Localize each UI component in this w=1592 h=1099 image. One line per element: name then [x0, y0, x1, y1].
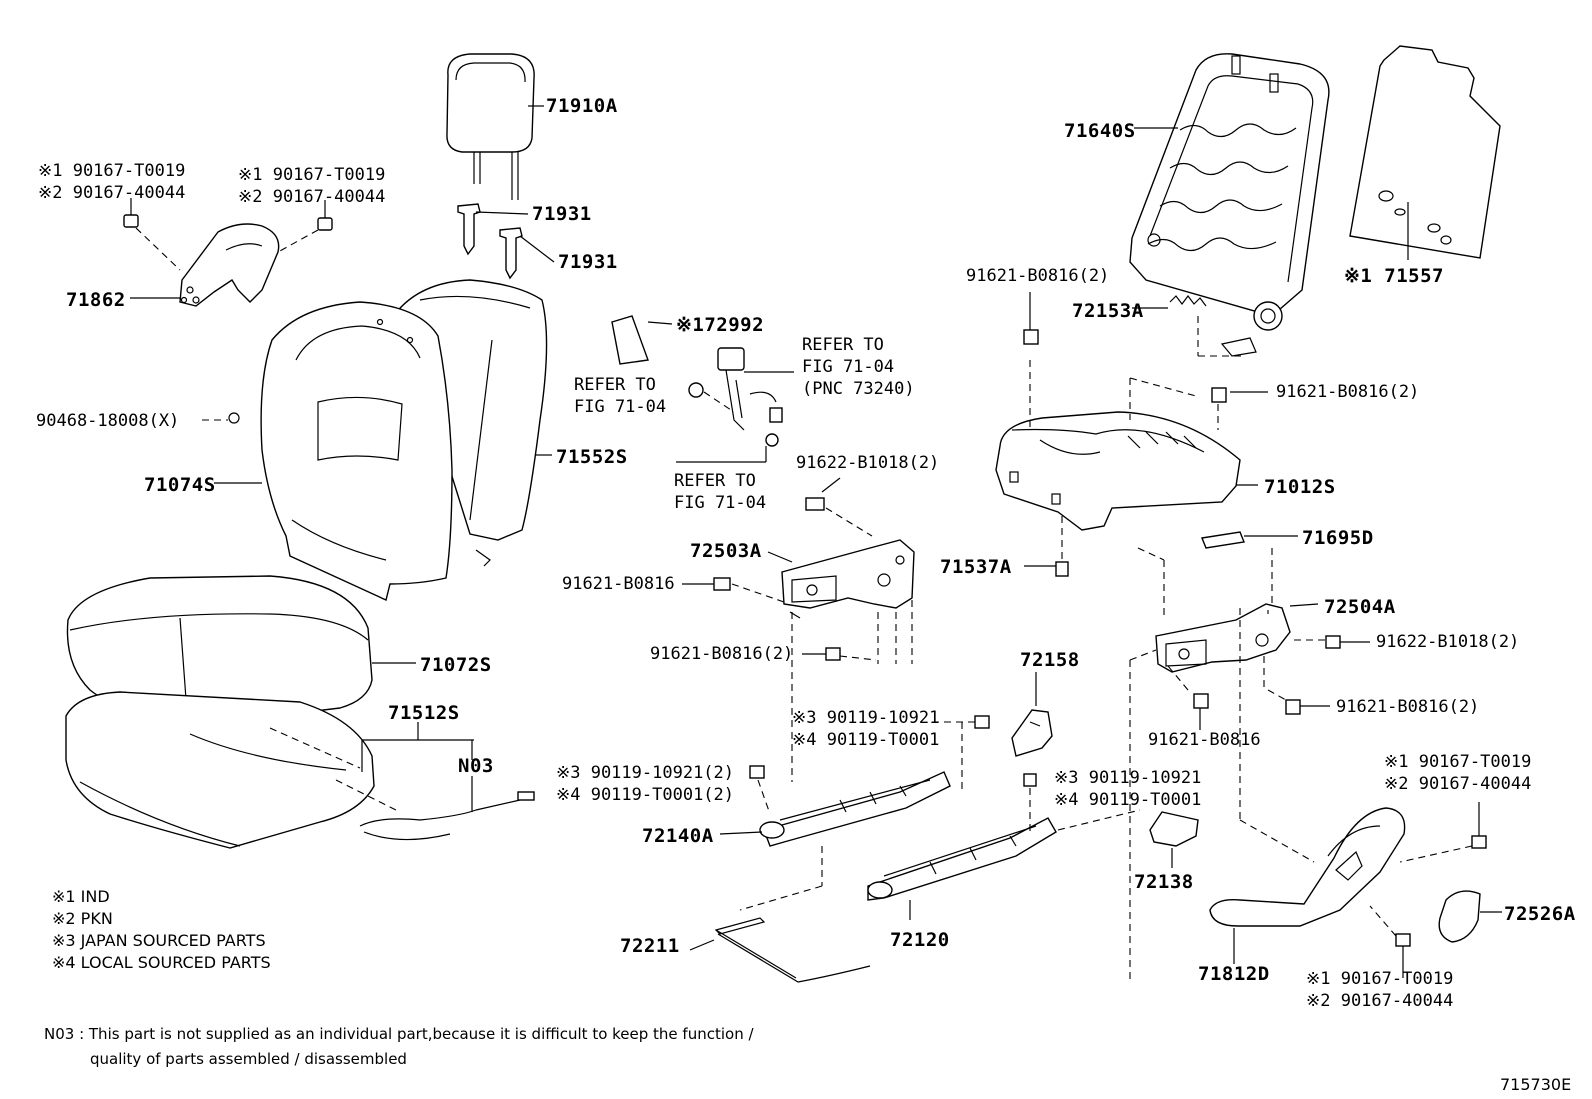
back-board-drawing — [1349, 45, 1501, 260]
label-shield-l-note2: ※2 90167-40044 — [38, 183, 185, 203]
footnote-line2: quality of parts assembled / disassemble… — [90, 1050, 407, 1068]
label-72992: ※172992 — [676, 314, 764, 336]
label-71862: 71862 — [66, 289, 126, 311]
label-refer1-b: FIG 71-04 — [574, 397, 666, 417]
label-91621-left2: 91621-B0816(2) — [650, 644, 793, 664]
cover-72158-drawing — [1011, 672, 1053, 757]
headrest-drawing — [446, 53, 555, 280]
part-labels: 71910A 71931 71931 ※1 90167-T0019 ※2 901… — [36, 95, 1576, 1011]
legend-item: ※4 LOCAL SOURCED PARTS — [52, 953, 271, 972]
label-71640S: 71640S — [1064, 120, 1136, 142]
figure-id: 715730E — [1500, 1075, 1571, 1094]
label-72503A: 72503A — [690, 540, 762, 562]
label-71931-a: 71931 — [532, 203, 592, 225]
label-shield-r-note2: ※2 90167-40044 — [238, 187, 385, 207]
seatback-drawing — [202, 279, 552, 601]
seatback-frame-drawing — [1129, 53, 1330, 357]
label-refer2-b: FIG 71-04 — [802, 357, 894, 377]
track-right-drawing — [739, 773, 1141, 920]
label-72140A: 72140A — [642, 825, 714, 847]
cover-72138-drawing — [1149, 811, 1199, 868]
label-91621-topr: 91621-B0816(2) — [966, 266, 1109, 286]
label-b2-note4: ※4 90119-T0001(2) — [556, 785, 734, 805]
label-refer2-c: (PNC 73240) — [802, 379, 915, 399]
label-s-bot-note1: ※1 90167-T0019 — [1306, 969, 1453, 989]
label-shield-l-note1: ※1 90167-T0019 — [38, 161, 185, 181]
label-s-top-note1: ※1 90167-T0019 — [1384, 752, 1531, 772]
wire-72211-drawing — [689, 917, 871, 983]
label-90468: 90468-18008(X) — [36, 411, 179, 431]
label-refer3-b: FIG 71-04 — [674, 493, 766, 513]
legend-item: ※3 JAPAN SOURCED PARTS — [52, 931, 266, 950]
belt-buckle-drawing — [611, 315, 794, 463]
label-91621-left: 91621-B0816 — [562, 574, 675, 594]
label-72504A: 72504A — [1324, 596, 1396, 618]
legend: ※1 IND ※2 PKN ※3 JAPAN SOURCED PARTS ※4 … — [52, 887, 271, 972]
label-71074S: 71074S — [144, 474, 216, 496]
cushion-drawing — [65, 575, 535, 849]
inner-shield-drawing — [123, 198, 333, 307]
label-71072S: 71072S — [420, 654, 492, 676]
label-91621-mid: 91621-B0816(2) — [1276, 382, 1419, 402]
label-71695D: 71695D — [1302, 527, 1374, 549]
label-72211: 72211 — [620, 935, 680, 957]
label-72153A: 72153A — [1072, 300, 1144, 322]
track-left-drawing — [719, 715, 990, 847]
outer-shield-drawing — [1209, 608, 1502, 978]
label-72120: 72120 — [890, 929, 950, 951]
legend-item: ※2 PKN — [52, 909, 113, 928]
cushion-frame-drawing — [995, 292, 1298, 620]
label-b3-note4: ※4 90119-T0001 — [1054, 790, 1201, 810]
label-b2-note3: ※3 90119-10921(2) — [556, 763, 734, 783]
label-71910A: 71910A — [546, 95, 618, 117]
label-72526A: 72526A — [1504, 903, 1576, 925]
label-71931-b: 71931 — [558, 251, 618, 273]
footnote: N03 : This part is not supplied as an in… — [44, 1025, 754, 1068]
label-91622-r: 91622-B1018(2) — [1376, 632, 1519, 652]
label-N03: N03 — [458, 755, 494, 777]
label-b3-note3: ※3 90119-10921 — [1054, 768, 1201, 788]
adjuster-left-drawing — [682, 477, 915, 782]
adjuster-right-drawing — [1129, 603, 1370, 980]
label-71512S: 71512S — [388, 702, 460, 724]
label-91621-r2: 91621-B0816 — [1148, 730, 1261, 750]
footnote-line1: N03 : This part is not supplied as an in… — [44, 1025, 754, 1043]
label-b1-note4: ※4 90119-T0001 — [792, 730, 939, 750]
label-72158: 72158 — [1020, 649, 1080, 671]
label-refer3-a: REFER TO — [674, 471, 756, 491]
label-refer2-a: REFER TO — [802, 335, 884, 355]
label-71012S: 71012S — [1264, 476, 1336, 498]
label-71552S: 71552S — [556, 446, 628, 468]
legend-item: ※1 IND — [52, 887, 110, 906]
label-b1-note3: ※3 90119-10921 — [792, 708, 939, 728]
label-s-bot-note2: ※2 90167-40044 — [1306, 991, 1453, 1011]
label-72138: 72138 — [1134, 871, 1194, 893]
label-91621-r: 91621-B0816(2) — [1336, 697, 1479, 717]
label-71557: ※1 71557 — [1344, 265, 1444, 287]
label-shield-r-note1: ※1 90167-T0019 — [238, 165, 385, 185]
label-71812D: 71812D — [1198, 963, 1270, 985]
label-91622-top: 91622-B1018(2) — [796, 453, 939, 473]
label-71537A: 71537A — [940, 556, 1012, 578]
label-refer1-a: REFER TO — [574, 375, 656, 395]
label-s-top-note2: ※2 90167-40044 — [1384, 774, 1531, 794]
